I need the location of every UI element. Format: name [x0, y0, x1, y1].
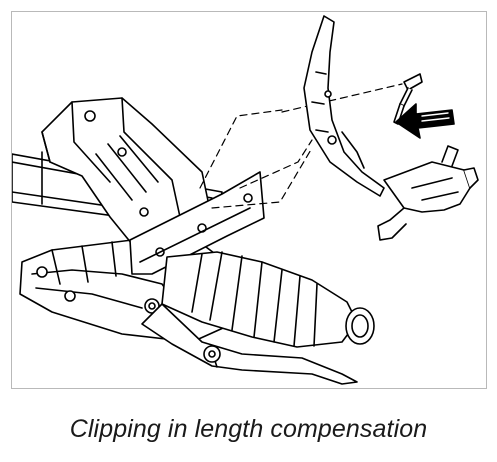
direction-arrow-icon: [395, 103, 455, 139]
mounting-bracket: [41, 97, 213, 245]
flange-plate: [129, 171, 265, 275]
retaining-clip: [377, 145, 479, 241]
technical-illustration: [12, 15, 479, 385]
fastening-bolt: [393, 73, 423, 125]
compensation-lever: [141, 303, 358, 385]
steering-shaft: [161, 251, 375, 348]
illustration-frame: [11, 11, 487, 389]
length-compensation-clip: [303, 15, 385, 197]
leader-lines: [199, 83, 403, 209]
figure-caption: Clipping in length compensation: [69, 415, 428, 443]
